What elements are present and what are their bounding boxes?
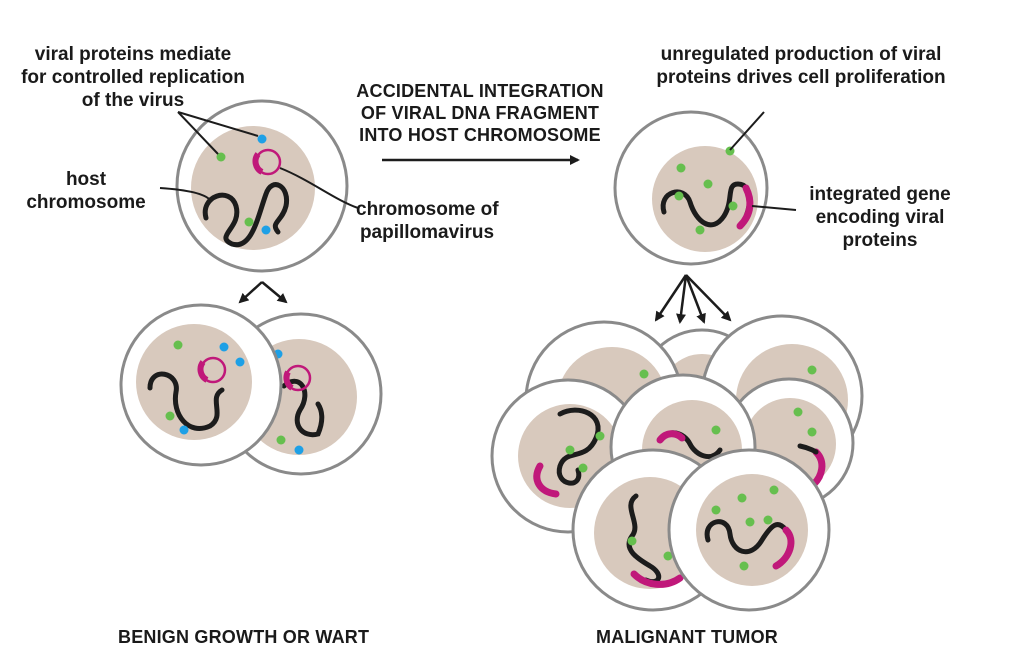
- label-line: host: [65, 169, 107, 190]
- label-line: proteins drives cell proliferation: [656, 67, 946, 88]
- viral-plasmid-highlight: [252, 152, 264, 175]
- integration-label: ACCIDENTAL INTEGRATION OF VIRAL DNA FRAG…: [332, 80, 628, 146]
- label-line: OF VIRAL DNA FRAGMENT: [360, 103, 600, 123]
- proliferation-arrow: [676, 274, 688, 324]
- label-line: viral proteins mediate: [34, 44, 232, 65]
- transformed-cell: [613, 110, 769, 266]
- benign-cell-front: [119, 303, 283, 467]
- callout-line: [279, 167, 359, 209]
- label-line: for controlled replication: [21, 67, 245, 88]
- viral-protein-blue: [257, 134, 267, 144]
- callout-line: [751, 205, 797, 211]
- papillomavirus-label: chromosome of papillomavirus: [356, 198, 499, 244]
- host-chromosome: [202, 182, 290, 248]
- division-arrow: [238, 281, 263, 304]
- viral-protein-green: [244, 217, 254, 227]
- unregulated-production-label: unregulated production of viral proteins…: [634, 43, 968, 89]
- viral-proteins-label: viral proteins mediate for controlled re…: [2, 43, 264, 112]
- division-arrow: [261, 281, 288, 304]
- label-line: papillomavirus: [359, 222, 495, 243]
- label-line: encoding viral: [815, 207, 945, 228]
- callout-line: [729, 111, 765, 151]
- label-line: unregulated production of viral: [660, 44, 942, 65]
- callout-line: [177, 111, 259, 137]
- tumor-cluster: [490, 314, 864, 612]
- label-line: of the virus: [81, 90, 185, 111]
- host-chromosome-label: host chromosome: [12, 168, 160, 214]
- callout-line: [177, 111, 219, 155]
- viral-protein-green: [216, 152, 226, 162]
- proliferation-arrow: [684, 274, 706, 324]
- viral-protein-blue: [261, 225, 271, 235]
- infected-cell: [175, 99, 349, 273]
- label-line: ACCIDENTAL INTEGRATION: [356, 81, 604, 101]
- label-line: chromosome: [26, 192, 146, 213]
- malignant-tumor-title: MALIGNANT TUMOR: [596, 627, 778, 647]
- label-line: INTO HOST CHROMOSOME: [359, 125, 601, 145]
- integrated-viral-gene: [736, 184, 754, 230]
- label-line: chromosome of: [356, 199, 499, 220]
- label-line: proteins: [842, 230, 918, 251]
- callout-line: [159, 187, 211, 201]
- proliferation-arrow: [685, 274, 732, 322]
- label-line: integrated gene: [809, 184, 951, 205]
- proliferation-arrow: [654, 274, 688, 322]
- benign-growth-title: BENIGN GROWTH OR WART: [118, 627, 370, 647]
- tumor-cell: [667, 448, 831, 612]
- integrated-gene-label: integrated gene encoding viral proteins: [788, 183, 972, 252]
